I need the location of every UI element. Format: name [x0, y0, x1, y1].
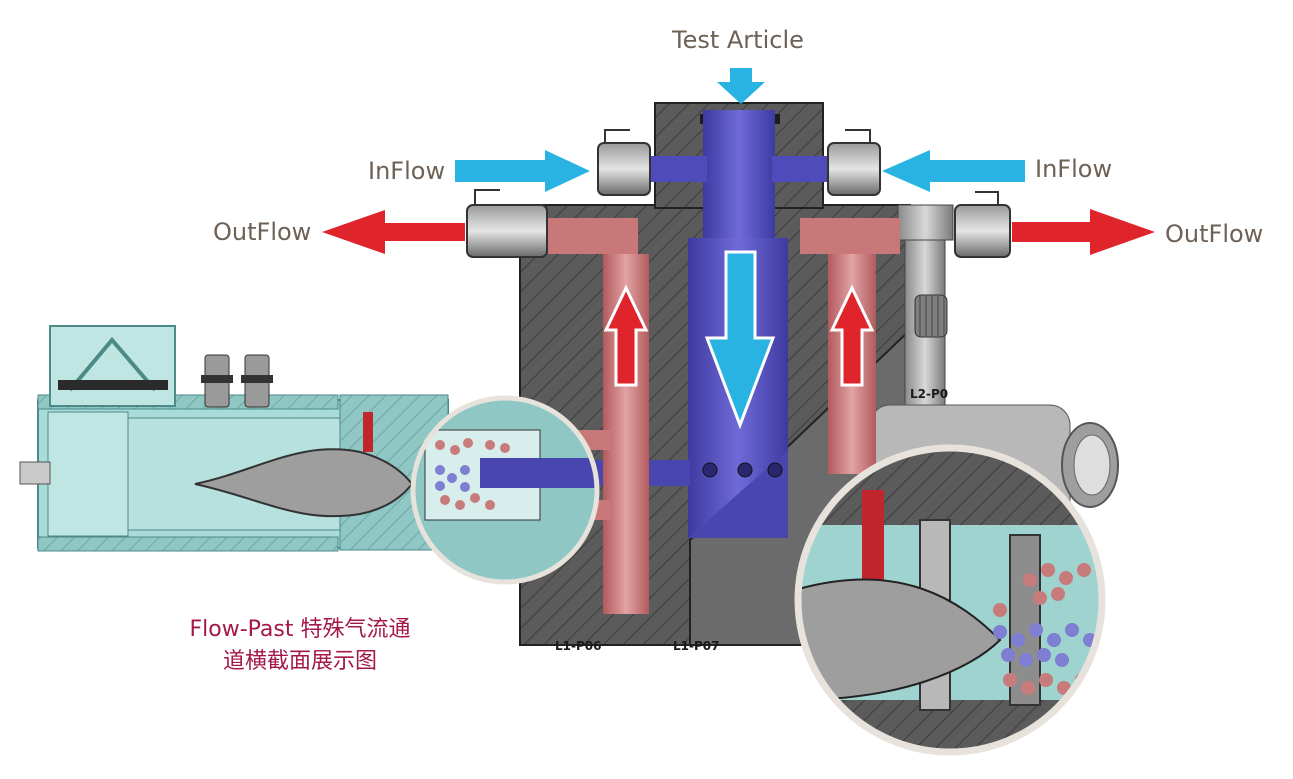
inflow-left-arrow — [455, 150, 590, 192]
small-magnifier — [410, 395, 600, 585]
outflow-right-arrow — [1012, 209, 1155, 255]
arrows — [322, 68, 1155, 430]
outflow-up-arrow-right — [829, 284, 875, 387]
stamp-center: L1-P07 — [673, 639, 719, 653]
center-down-arrow — [704, 250, 776, 430]
test-article-arrow — [717, 68, 765, 104]
left-chamber — [19, 325, 449, 552]
caption-line-1: Flow-Past 特殊气流通 — [189, 617, 411, 642]
outflow-up-arrow-left — [603, 284, 649, 387]
label-test-article: Test Article — [672, 26, 804, 54]
diagram-caption: Flow-Past 特殊气流通 道横截面展示图 — [150, 614, 450, 678]
label-inflow-left: InFlow — [368, 157, 446, 185]
stamp-left: L1-P06 — [555, 639, 601, 653]
stamp-right: L2-P0 — [910, 387, 948, 401]
caption-line-2: 道横截面展示图 — [222, 649, 377, 674]
label-inflow-right: InFlow — [1035, 155, 1113, 183]
label-outflow-right: OutFlow — [1165, 220, 1264, 248]
label-outflow-left: OutFlow — [213, 218, 312, 246]
outflow-left-arrow — [322, 210, 465, 254]
fittings — [466, 129, 1011, 258]
large-magnifier — [794, 444, 1106, 756]
inflow-right-arrow — [882, 150, 1025, 192]
